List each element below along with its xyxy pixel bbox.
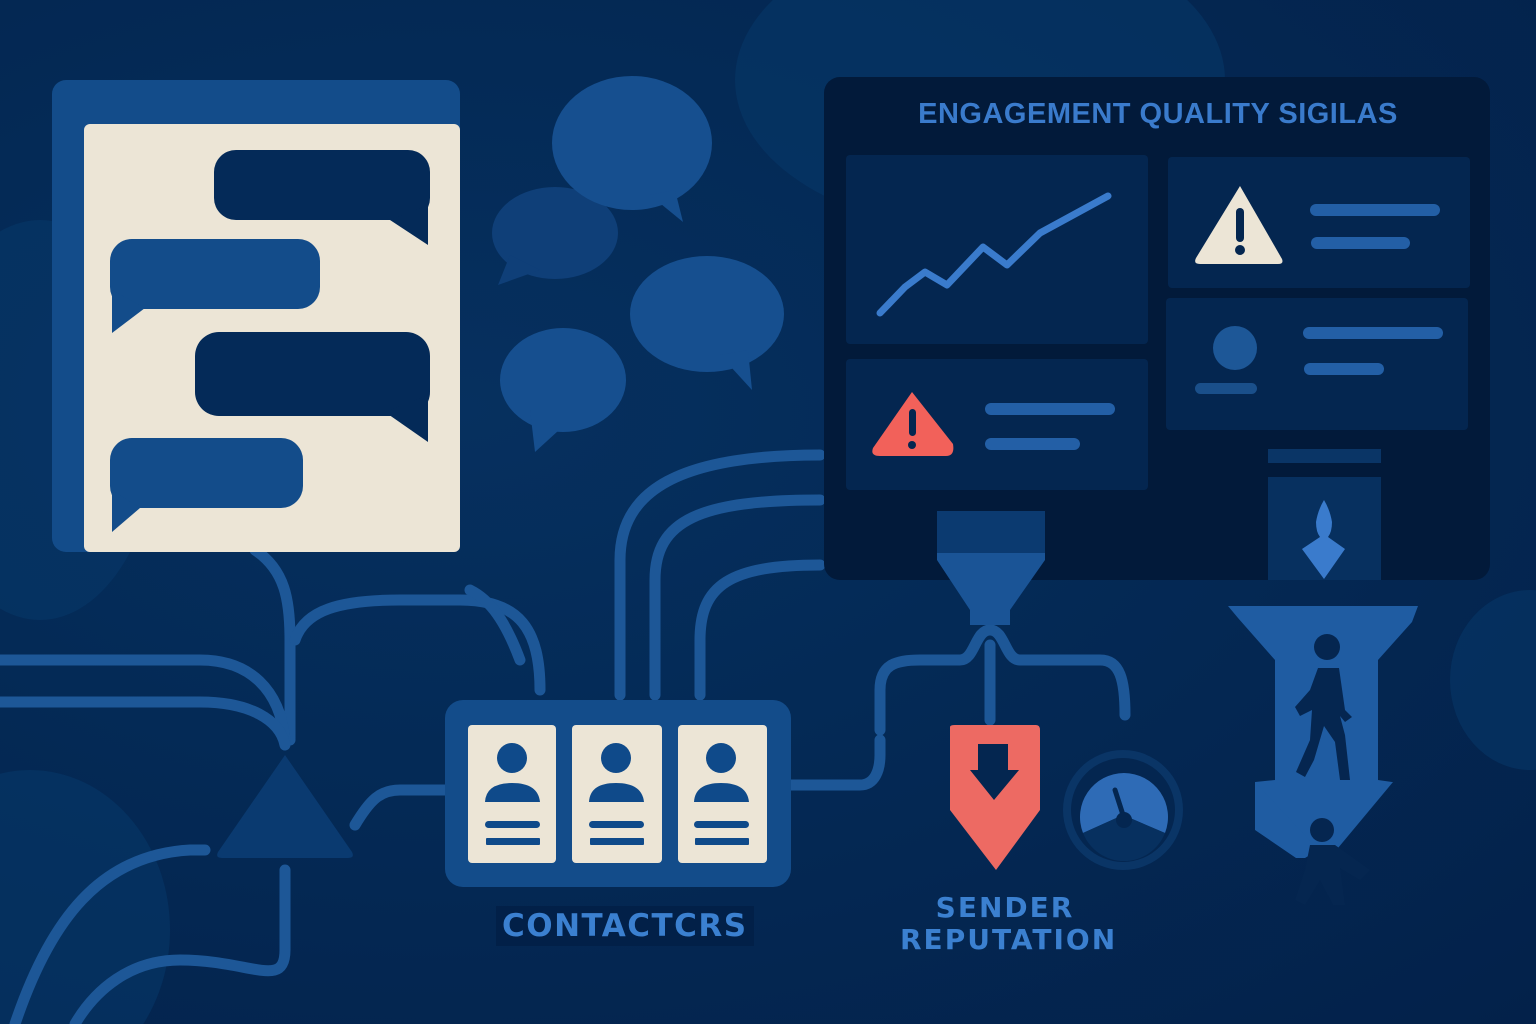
drop-slot xyxy=(1268,449,1381,580)
contact-card-1 xyxy=(468,725,556,863)
chat-bubble-1 xyxy=(214,150,430,245)
warning-triangle-icon xyxy=(1195,186,1283,264)
down-arrow-shield-icon xyxy=(950,725,1040,870)
sender-reputation-label: SENDER REPUTATION xyxy=(900,891,1118,956)
profile-card xyxy=(1166,298,1468,430)
speech-bubble-icon xyxy=(500,328,626,452)
connector-lines xyxy=(0,449,1131,1024)
contact-card-3 xyxy=(678,725,767,863)
speech-bubble-icon xyxy=(630,256,784,390)
speedometer-icon xyxy=(1063,750,1183,870)
chat-bubble-3 xyxy=(195,332,430,442)
person-walking-icon xyxy=(1295,634,1352,780)
contacts-tray xyxy=(445,700,791,887)
user-avatar-icon xyxy=(1213,326,1257,370)
down-arrow-icon xyxy=(1302,500,1345,579)
person-falling-icon xyxy=(1295,818,1370,905)
user-drop-arrow-icon xyxy=(1228,606,1418,905)
funnel-icon xyxy=(937,511,1045,625)
filter-triangle-icon xyxy=(217,755,353,858)
floating-speech-bubbles xyxy=(492,76,784,452)
sender-reputation-line1: SENDER xyxy=(935,891,1075,924)
chat-bubble-4 xyxy=(110,438,303,532)
warning-card xyxy=(1168,157,1470,288)
dashboard-title: ENGAGEMENT QUALITY SIGILAS xyxy=(918,98,1398,130)
speech-bubble-icon xyxy=(552,76,712,222)
contacts-label: CONTACTCRS xyxy=(496,906,754,946)
sender-reputation-line2: REPUTATION xyxy=(900,923,1118,956)
line-chart-icon xyxy=(876,192,1112,317)
alert-card xyxy=(846,359,1148,490)
contact-card-2 xyxy=(572,725,662,863)
alert-triangle-icon xyxy=(872,392,954,456)
chat-bubble-2 xyxy=(110,239,320,333)
speech-bubble-icon xyxy=(492,187,618,285)
engagement-dashboard xyxy=(824,77,1490,580)
chat-window xyxy=(52,80,460,552)
trend-chart-card xyxy=(846,155,1148,344)
